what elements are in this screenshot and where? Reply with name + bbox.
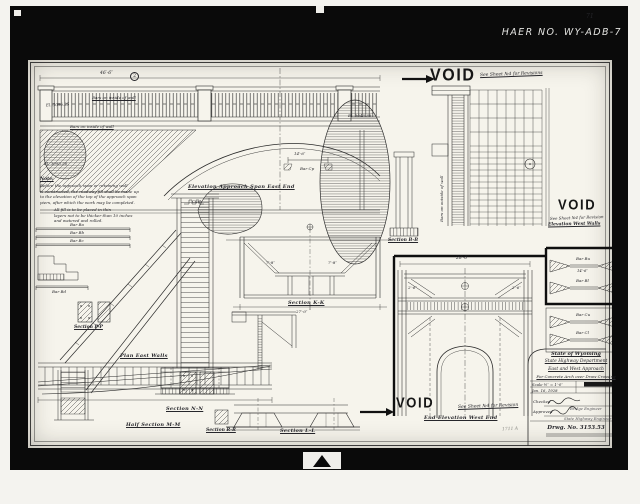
haer-tick-mark: 71: [586, 13, 594, 20]
elevation-value-1: El. 3096.25: [45, 101, 70, 108]
dim-end-right: 2′-6″: [512, 285, 521, 290]
title-date-row: Jan. 16, 1928: [532, 387, 558, 393]
approved-signature: [549, 406, 578, 415]
note-line: is constructed, the roadway fill shall b…: [40, 188, 139, 194]
title-project-line1: East and West Approach: [548, 367, 604, 372]
title-project-line2: For Concrete Arch over Draw Crossing: [536, 374, 616, 379]
dim-kk-left: 7′-8″: [266, 260, 275, 265]
section-ll-title: Section L-L: [280, 428, 316, 434]
bar-bu-label: Bar Bu: [576, 256, 591, 261]
note-line: layers not to be thicker than 10 inches: [54, 212, 133, 218]
title-scale-row: Scale ½″ = 1′-0″: [532, 381, 563, 387]
title-drawing-number: Drwg. No. 3153.53: [547, 425, 605, 431]
dim-end-width: 28′-0″: [456, 256, 469, 261]
drawing-sheet: 46′-6″ 2 El. 3096.25 Bars on inside of w…: [28, 60, 616, 448]
elevation-value-2: El. 3093.50: [44, 161, 68, 166]
void-arrow-bottom: [360, 408, 394, 416]
bar-ba-label: Bar Ba: [70, 221, 84, 227]
sheet-border: [30, 62, 610, 446]
bar-bb-label: Bar Bb: [70, 229, 85, 235]
note-title: Note:: [40, 177, 54, 182]
dim-bar-length: 14′-6″: [577, 267, 588, 273]
bars-inside-wall-note-1: Bars on inside of wall: [92, 95, 136, 100]
void-stamp-top: VOID: [430, 65, 476, 85]
title-org2: State Highway Department: [544, 359, 608, 364]
plan-east-walls-drawing: [37, 362, 273, 421]
section-bb-title: Section B-B: [388, 238, 419, 243]
dim-bar-cp-length: 14′-6″: [294, 151, 306, 156]
checked-signature: [547, 397, 581, 405]
revision-number-bubble: 2: [130, 72, 139, 81]
section-rr-title: Section R-R: [206, 428, 236, 433]
wall-cross-section: [231, 311, 297, 370]
pier-column-section-nn: [155, 193, 235, 395]
void-stamp-middle: VOID: [558, 196, 597, 213]
revision-boundary: [392, 246, 612, 416]
bars-outside-wall-note: Bars on outside of wall: [439, 175, 444, 222]
registration-mark-bottomcenter: [303, 452, 341, 469]
right-bar-diagrams: [545, 259, 612, 353]
title-block-lines: [527, 348, 612, 446]
pencil-annotation: 1711 A: [501, 426, 519, 433]
curb-label: Curb: [192, 199, 203, 204]
void-arrow-top: [402, 75, 435, 83]
elevation-west-walls-title: Elevation West Walls: [547, 221, 601, 228]
haer-number-label: HAER NO. WY-ADB-7: [501, 27, 622, 38]
drawing-linework: [30, 62, 612, 446]
note-line: Before the approach span or retaining wa…: [40, 183, 128, 188]
section-pp-title: Section P-P: [74, 325, 103, 330]
section-bb-column: [389, 151, 419, 237]
bar-bc-label: Bar Bc: [70, 237, 84, 243]
bar-cp-label: Bar Cp: [300, 166, 315, 171]
bar-bl-label: Bar Bl: [576, 278, 589, 283]
note-line: to the elevation of the top of the appro…: [40, 194, 137, 199]
revision-clouds: [43, 99, 391, 265]
west-wall-elevation-drawing: [431, 85, 550, 226]
title-checked-role: Bridge Engineer: [570, 406, 602, 411]
plan-east-walls-title: Plan East Walls: [120, 353, 168, 359]
note-line: and watered and rolled.: [54, 218, 103, 223]
dim-end-left: 2′-6″: [408, 285, 417, 290]
section-nn-title: Section N-N: [166, 406, 204, 412]
bars-inside-wall-note-2: Bars on inside of wall: [70, 124, 114, 129]
dim-top-span: 46′-6″: [100, 71, 113, 76]
dim-kk-total: 27′-0″: [296, 309, 308, 314]
note-line: All fill is to be placed in thin: [54, 207, 112, 212]
wing-wall-diagonals: [59, 229, 196, 394]
registration-mark-topleft: [14, 10, 21, 16]
title-approved-label: Approved: [533, 409, 553, 414]
bar-cl-label: Bar Cl: [576, 330, 589, 335]
end-elevation-title: End Elevation West End: [424, 415, 498, 421]
bar-bd-label: Bar Bd: [52, 289, 67, 294]
title-approved-role: State Highway Engineer: [564, 416, 612, 421]
bar-cu-label: Bar Cu: [576, 312, 591, 317]
section-kk-drawing: [226, 223, 392, 312]
end-elevation-drawing: [397, 261, 533, 418]
title-checked-label: Checked: [533, 399, 551, 404]
dim-kk-right: 7′-8″: [328, 260, 337, 265]
elevation-approach-title: Elevation Approach Span East End: [188, 184, 295, 190]
section-kk-title: Section K-K: [288, 300, 325, 306]
title-org1: State of Wyoming: [551, 351, 601, 357]
note-line: piers, after which the work may be compl…: [40, 199, 135, 205]
registration-mark-topcenter: [316, 6, 324, 13]
void-stamp-bottom: VOID: [396, 394, 435, 411]
section-ll-footing: [226, 398, 360, 431]
registration-triangle-icon: [313, 455, 331, 467]
half-section-mm-title: Half Section M-M: [126, 422, 181, 428]
elevation-value-3: El. 3043.36: [348, 113, 372, 118]
